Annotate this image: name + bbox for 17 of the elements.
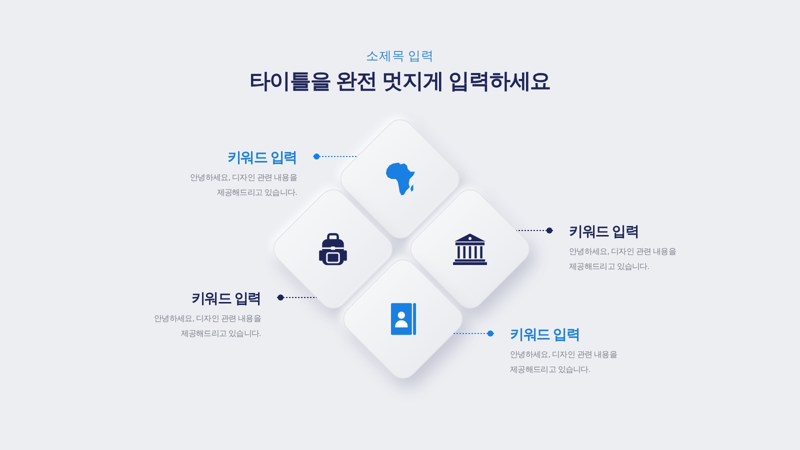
title: 타이틀을 완전 멋지게 입력하세요 (249, 69, 551, 95)
subtitle: 소제목 입력 (366, 48, 434, 65)
leader-line (453, 330, 494, 336)
leader-line (276, 294, 317, 300)
description: 안녕하세요, 디자인 관련 내용을 제공해드리고 있습니다. (569, 246, 677, 272)
diamond-tile (343, 259, 463, 379)
description: 안녕하세요, 디자인 관련 내용을 제공해드리고 있습니다. (153, 313, 261, 340)
diamond-tile (340, 119, 460, 239)
description: 안녕하세요, 디자인 관련 내용을 제공해드리고 있습니다. (510, 349, 618, 376)
keyword-heading: 키워드 입력 (569, 223, 639, 240)
diamond-tile (410, 189, 530, 309)
keyword-heading: 키워드 입력 (510, 326, 580, 343)
description: 안녕하세요, 디자인 관련 내용을 제공해드리고 있습니다. (189, 172, 297, 198)
keyword-heading: 키워드 입력 (227, 149, 297, 166)
leader-line (312, 154, 358, 160)
leader-line (516, 228, 554, 234)
keyword-heading: 키워드 입력 (191, 290, 261, 307)
